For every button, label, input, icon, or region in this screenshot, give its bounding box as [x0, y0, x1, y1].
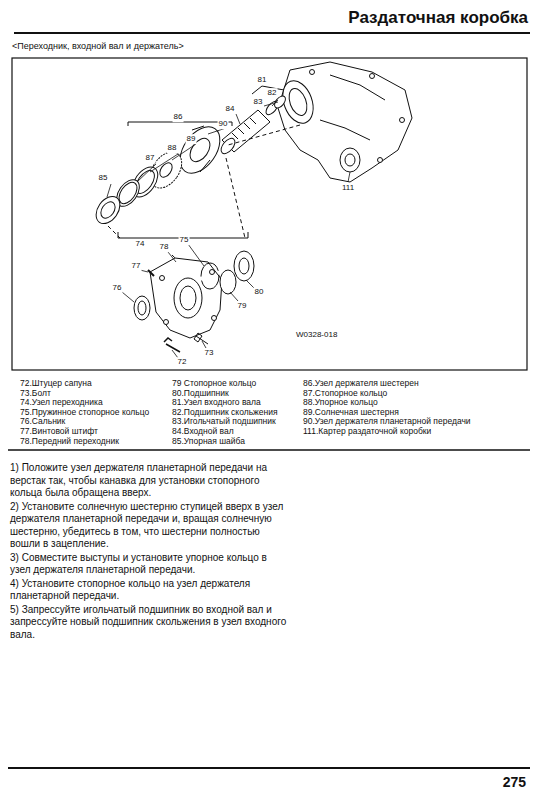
parts-list-item: 75.Пружинное стопорное кольцо [20, 407, 149, 417]
screw-pin [148, 270, 154, 276]
parts-list-item: 85.Упорная шайба [172, 436, 245, 446]
parts-list-item: 78.Передний переходник [20, 436, 119, 446]
front-adapter [150, 258, 222, 338]
parts-list-item: 79 Стопорное кольцо [172, 378, 256, 388]
callout-number: 77 [131, 261, 142, 271]
assembly-lines [108, 125, 300, 282]
ball-bearing-inner [239, 258, 249, 274]
callout-number: 74 [135, 239, 146, 249]
parts-list-item: 87.Стопорное кольцо [303, 388, 387, 398]
oil-seal [134, 296, 150, 320]
callout-number: 78 [159, 242, 170, 252]
callout-number: 84 [225, 104, 236, 114]
callout-number: 82 [267, 88, 278, 98]
parts-list-item: 72.Штуцер сапуна [20, 378, 92, 388]
thrust-washer [91, 192, 125, 228]
header-rule [14, 32, 530, 34]
footer-rule [8, 767, 530, 769]
parts-list-item: 83.Игольчатый подшипник [172, 416, 276, 426]
parts-list-item: 77.Винтовой штифт [20, 426, 98, 436]
callout-number: 88 [167, 143, 178, 153]
parts-list-item: 73.Болт [20, 388, 51, 398]
callout-number: 72 [177, 357, 188, 367]
page-number: 275 [503, 774, 526, 791]
parts-list-item: 111.Картер раздаточной коробки [303, 426, 431, 436]
snap-ring [220, 270, 236, 294]
input-shaft [218, 94, 287, 156]
diagram-frame [12, 58, 527, 370]
oil-seal-inner [138, 301, 146, 315]
bolt [194, 333, 208, 344]
spring-snap-ring [201, 263, 219, 289]
instruction-step: 3) Совместите выступы и установите упорн… [10, 552, 288, 577]
instruction-step: 5) Запрессуйте игольчатый подшипник во в… [10, 604, 288, 642]
group-bracket [128, 122, 232, 126]
section-caption: <Переходник, входной вал и держатель> [12, 41, 184, 52]
page-header: Раздаточная коробка [348, 8, 528, 28]
parts-list-item: 88.Упорное кольцо [303, 397, 378, 407]
callout-number: 76 [112, 283, 123, 293]
callout-number: 87 [145, 153, 156, 163]
callout-number: 86 [173, 112, 184, 122]
instruction-step: 1) Положите узел держателя планетарной п… [10, 462, 288, 500]
parts-list-item: 84.Входной вал [172, 426, 234, 436]
callout-number: 90 [218, 119, 229, 129]
callout-number: 75 [179, 235, 190, 245]
instruction-step: 2) Установите солнечную шестерню ступице… [10, 501, 288, 551]
parts-list-item: 90.Узел держателя планетарной передачи [303, 416, 471, 426]
leader-lines [107, 100, 350, 358]
parts-list-item: 81.Узел входного вала [172, 397, 261, 407]
parts-list-item: 74.Узел переходника [20, 397, 103, 407]
instruction-step: 4) Установите стопорное кольцо на узел д… [10, 578, 288, 603]
callout-number: 85 [98, 173, 109, 183]
callout-number: 83 [253, 97, 264, 107]
callout-number: 111 [341, 183, 355, 193]
parts-list-item: 82.Подшипник скольжения [172, 407, 278, 417]
callout-number: 80 [254, 287, 265, 297]
transfer-case-housing [277, 62, 412, 182]
figure-code: W0328-018 [296, 330, 337, 340]
callout-number: 73 [204, 348, 215, 358]
parts-list-item: 86.Узел держателя шестерен [303, 378, 419, 388]
parts-list-item: 80.Подшипник [172, 388, 229, 398]
parts-list-item: 89.Солнечная шестерня [303, 407, 399, 417]
callout-number: 89 [186, 134, 197, 144]
callout-number: 79 [237, 301, 248, 311]
breather-plug [164, 338, 180, 352]
parts-list-item: 76.Сальник [20, 416, 65, 426]
callout-number: 81 [257, 75, 268, 85]
ball-bearing [234, 251, 254, 281]
thrust-washer-inner [98, 199, 118, 221]
section-rule [8, 449, 530, 451]
